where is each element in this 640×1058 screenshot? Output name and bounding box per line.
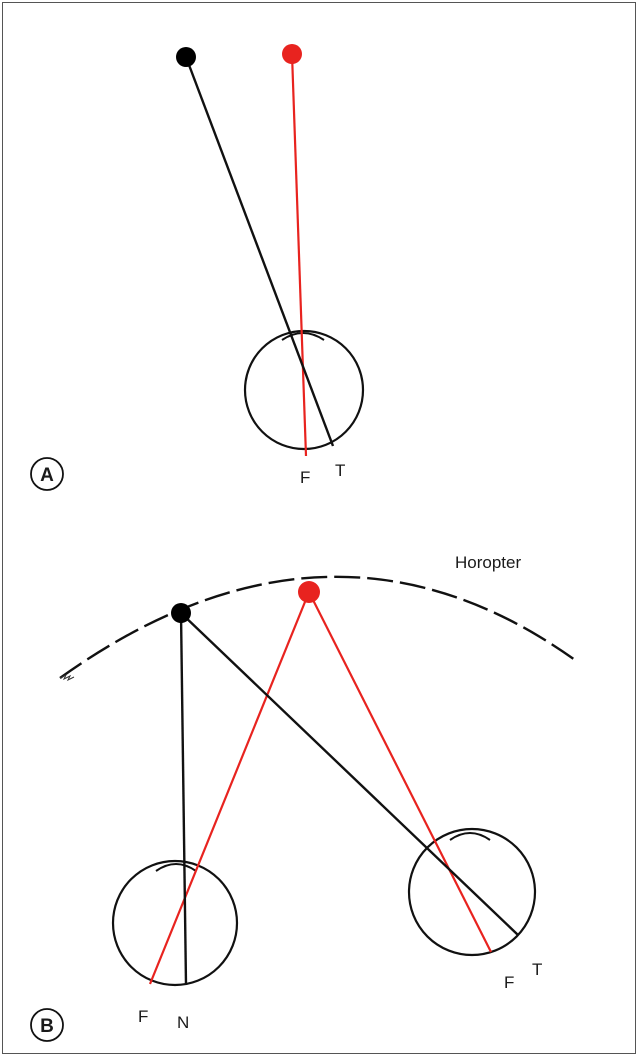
panel-b-right-eye-cornea <box>450 833 490 840</box>
panel-a-black-line <box>186 57 333 446</box>
panel-a-object-point <box>176 47 196 67</box>
panel-b-red-line-right <box>309 592 491 952</box>
panel-b-right-label-f: F <box>504 973 514 992</box>
panel-b-left-eye-cornea <box>156 864 196 871</box>
panel-a-label-f: F <box>300 468 310 487</box>
panel-a-letter: A <box>40 465 54 486</box>
panel-b-letter: B <box>40 1016 54 1037</box>
panel-b-right-label-t: T <box>532 960 542 979</box>
panel-b: Horopter F N T F B <box>31 553 575 1041</box>
panel-a-fixation-point <box>282 44 302 64</box>
panel-b-black-line-right <box>181 613 518 935</box>
panel-b-red-line-left <box>150 592 309 984</box>
panel-b-left-label-n: N <box>177 1013 189 1032</box>
panel-b-fixation-point <box>298 581 320 603</box>
panel-a-red-visual-line <box>292 54 306 456</box>
horopter-label: Horopter <box>455 553 521 572</box>
panel-b-black-line-left <box>181 613 186 985</box>
panel-b-object-point <box>171 603 191 623</box>
panel-a-label-t: T <box>335 461 345 480</box>
panel-a: F T A <box>31 44 363 490</box>
panel-b-left-label-f: F <box>138 1007 148 1026</box>
